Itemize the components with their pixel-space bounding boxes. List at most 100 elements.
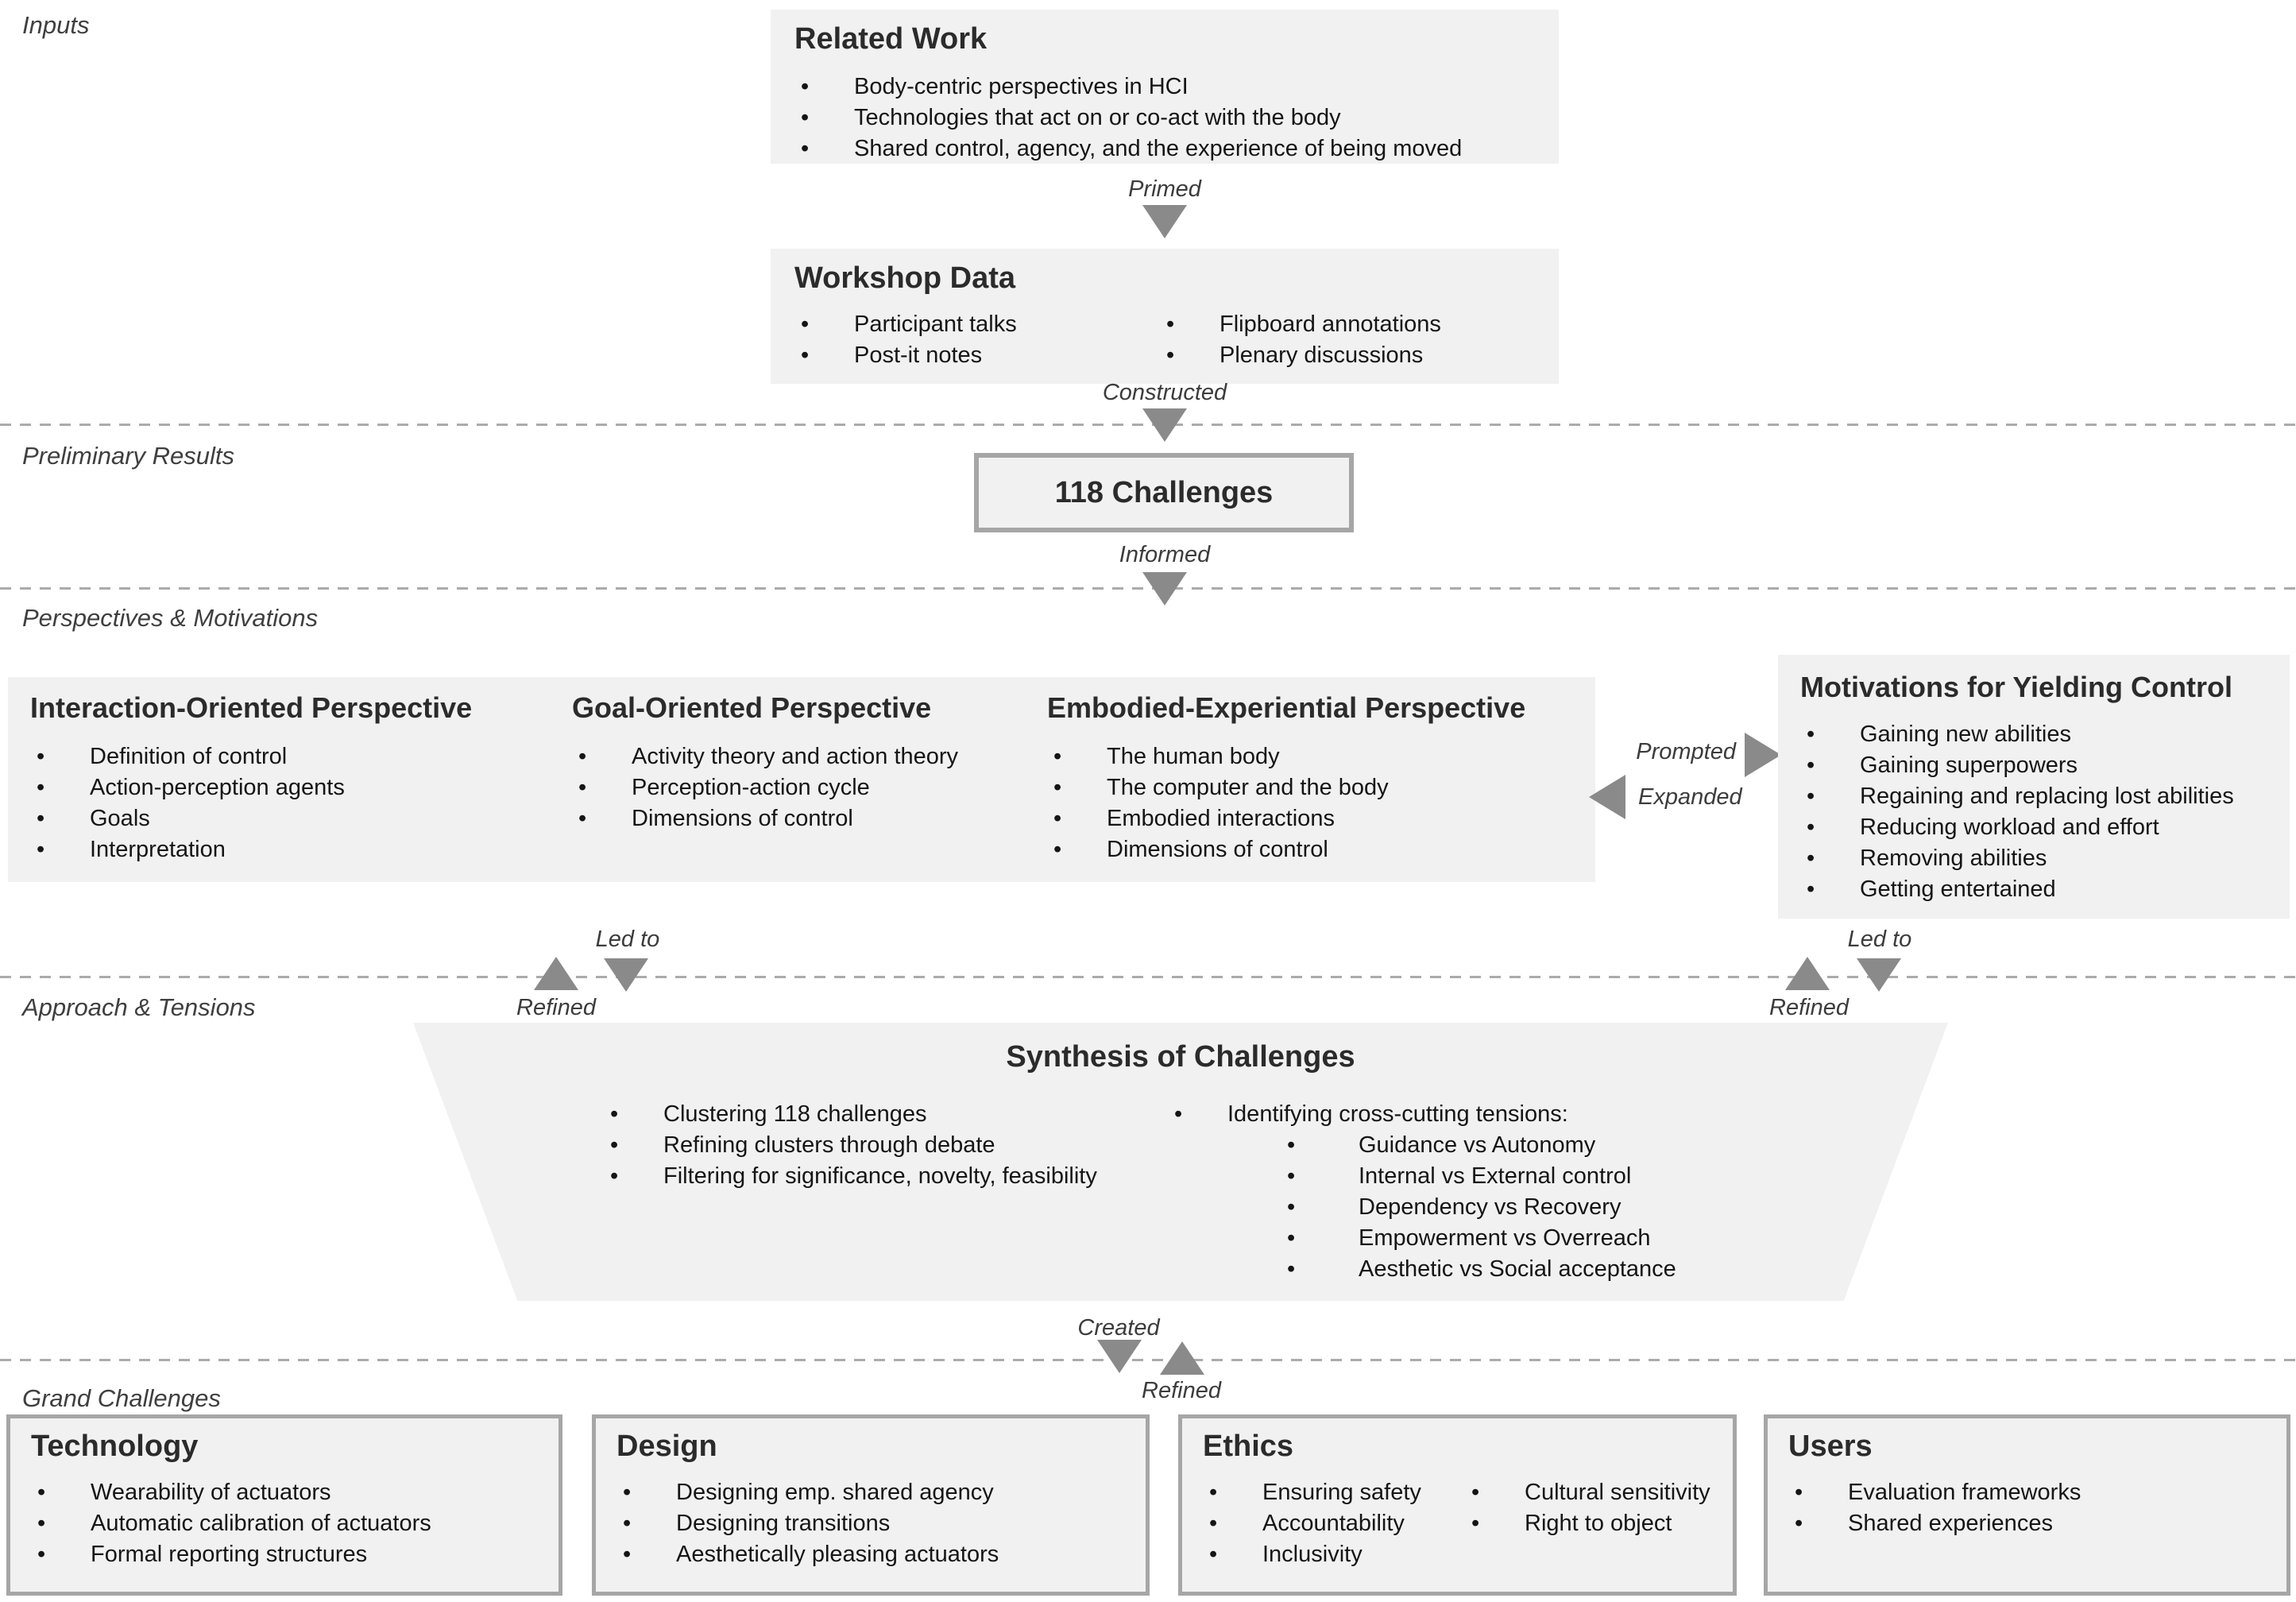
workshop-data-title: Workshop Data [794,261,1016,295]
interaction-perspective-title: Interaction-Oriented Perspective [30,691,473,724]
list-item: Designing emp. shared agency [617,1477,1146,1508]
list-item: Aesthetically pleasing actuators [617,1539,1146,1570]
synthesis-title: Synthesis of Challenges [1006,1040,1355,1074]
list-item: Gaining superpowers [1800,750,2290,781]
list-item: Shared experiences [1788,1508,2286,1539]
related-work-box: Related Work Body-centric perspectives i… [771,10,1559,164]
users-title: Users [1788,1430,1873,1463]
divider-approach-grand [0,1359,2296,1361]
users-list: Evaluation frameworks Shared experiences [1788,1477,2286,1539]
synthesis-tensions-header-list: Identifying cross-cutting tensions: [1168,1099,1676,1130]
motivations-title: Motivations for Yielding Control [1800,671,2232,703]
flow-label-prompted: Prompted [1636,739,1736,764]
workshop-data-col2: Flipboard annotations Plenary discussion… [1160,309,1441,371]
list-item: Action-perception agents [30,772,555,803]
list-item: Right to object [1465,1508,1710,1539]
challenges-count-box: 118 Challenges [974,453,1354,532]
list-item: Cultural sensitivity [1465,1477,1710,1508]
list-item: Perception-action cycle [572,772,1033,803]
list-item: Ensuring safety [1203,1477,1465,1508]
list-item: Interpretation [30,834,555,865]
embodied-perspective-list: The human body The computer and the body… [1047,741,1587,865]
list-item: Designing transitions [617,1508,1146,1539]
goal-perspective-column: Goal-Oriented Perspective Activity theor… [572,691,1033,834]
arrow-left-expanded-icon [1589,775,1625,819]
list-item: Formal reporting structures [31,1539,559,1570]
list-item: Participant talks [794,309,1160,340]
section-label-preliminary-results: Preliminary Results [22,442,235,470]
list-item: Internal vs External control [1168,1161,1676,1192]
section-label-inputs: Inputs [22,11,90,39]
list-item: Post-it notes [794,340,1160,371]
flow-label-refined-left: Refined [516,995,596,1020]
technology-box: Technology Wearability of actuators Auto… [6,1414,562,1596]
ethics-col1: Ensuring safety Accountability Inclusivi… [1203,1477,1465,1570]
flow-label-primed: Primed [1128,176,1201,202]
synthesis-tensions-list: Guidance vs Autonomy Internal vs Externa… [1168,1130,1676,1285]
motivations-box: Motivations for Yielding Control Gaining… [1778,655,2290,919]
workshop-data-box: Workshop Data Participant talks Post-it … [771,249,1559,384]
flow-label-led-to-right: Led to [1847,927,1912,952]
arrow-right-prompted-icon [1745,733,1781,777]
synthesis-left-list: Clustering 118 challenges Refining clust… [604,1099,1097,1192]
arrow-up-refined-right-icon [1785,957,1830,990]
section-label-perspectives-motivations: Perspectives & Motivations [22,604,319,632]
arrow-down-created-icon [1097,1340,1142,1373]
workshop-data-col1: Participant talks Post-it notes [794,309,1160,371]
arrow-up-refined-left-icon [534,957,578,990]
list-item: Evaluation frameworks [1788,1477,2286,1508]
list-item: Flipboard annotations [1160,309,1441,340]
list-item: Activity theory and action theory [572,741,1033,772]
list-item: The computer and the body [1047,772,1587,803]
synthesis-tensions-header: Identifying cross-cutting tensions: [1168,1099,1676,1130]
design-box: Design Designing emp. shared agency Desi… [592,1414,1150,1596]
list-item: The human body [1047,741,1587,772]
flow-label-refined-bottom: Refined [1142,1378,1221,1403]
arrow-down-constructed-icon [1142,408,1187,442]
flow-label-expanded: Expanded [1638,784,1742,810]
list-item: Aesthetic vs Social acceptance [1168,1254,1676,1285]
list-item: Technologies that act on or co-act with … [794,103,1559,134]
list-item: Definition of control [30,741,555,772]
flow-label-constructed: Constructed [1102,380,1227,405]
users-box: Users Evaluation frameworks Shared exper… [1764,1414,2290,1596]
list-item: Wearability of actuators [31,1477,559,1508]
list-item: Shared control, agency, and the experien… [794,134,1559,164]
arrow-up-refined-bottom-icon [1160,1341,1204,1375]
interaction-perspective-list: Definition of control Action-perception … [30,741,555,865]
list-item: Guidance vs Autonomy [1168,1130,1676,1161]
list-item: Plenary discussions [1160,340,1441,371]
list-item: Goals [30,803,555,834]
list-item: Reducing workload and effort [1800,812,2290,843]
synthesis-right-column: Identifying cross-cutting tensions: Guid… [1168,1099,1676,1285]
technology-list: Wearability of actuators Automatic calib… [31,1477,559,1570]
perspectives-box: Interaction-Oriented Perspective Definit… [8,677,1595,882]
challenges-count-label: 118 Challenges [1054,475,1274,509]
list-item: Inclusivity [1203,1539,1465,1570]
synthesis-trapezoid: Synthesis of Challenges Clustering 118 c… [413,1023,1948,1301]
list-item: Filtering for significance, novelty, fea… [604,1161,1097,1192]
list-item: Removing abilities [1800,843,2290,874]
list-item: Getting entertained [1800,874,2290,905]
flow-label-led-to-left: Led to [595,927,660,952]
section-label-approach-tensions: Approach & Tensions [22,993,256,1021]
list-item: Body-centric perspectives in HCI [794,72,1559,103]
list-item: Dimensions of control [572,803,1033,834]
technology-title: Technology [31,1430,199,1463]
flow-label-informed: Informed [1119,542,1211,567]
interaction-perspective-column: Interaction-Oriented Perspective Definit… [30,691,555,865]
divider-perspectives-approach [0,976,2296,978]
list-item: Empowerment vs Overreach [1168,1223,1676,1254]
design-list: Designing emp. shared agency Designing t… [617,1477,1146,1570]
list-item: Accountability [1203,1508,1465,1539]
flow-label-created: Created [1077,1315,1160,1341]
arrow-down-led-to-right-icon [1857,958,1901,992]
list-item: Refining clusters through debate [604,1130,1097,1161]
section-label-grand-challenges: Grand Challenges [22,1384,221,1412]
arrow-down-led-to-left-icon [604,958,648,992]
embodied-perspective-title: Embodied-Experiential Perspective [1047,691,1526,724]
embodied-perspective-column: Embodied-Experiential Perspective The hu… [1047,691,1587,865]
related-work-title: Related Work [794,22,988,56]
arrow-down-informed-icon [1142,572,1187,606]
list-item: Gaining new abilities [1800,719,2290,750]
